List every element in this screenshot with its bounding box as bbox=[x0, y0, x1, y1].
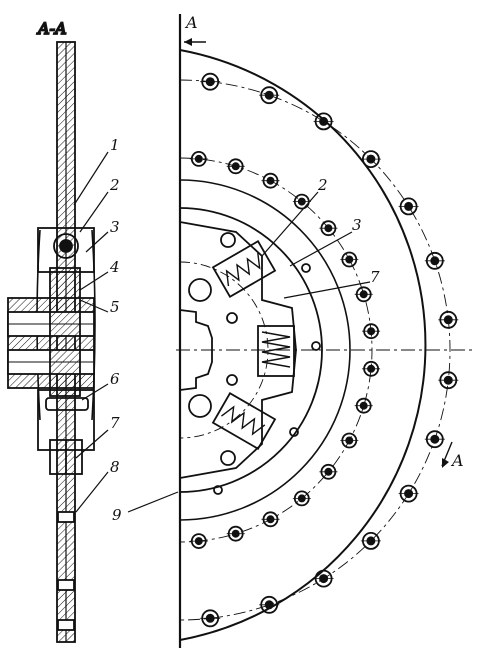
rivet-hub bbox=[226, 374, 238, 386]
callout-8: 8 bbox=[110, 458, 120, 476]
spring-window-lower bbox=[211, 392, 277, 450]
hub-plate-edge bbox=[179, 207, 323, 493]
callout-2: 2 bbox=[109, 176, 120, 194]
section-arrow-bottom: A bbox=[441, 441, 464, 470]
callout-3: 3 bbox=[110, 218, 120, 236]
rivet-section bbox=[45, 397, 89, 411]
section-callouts bbox=[73, 151, 179, 513]
front-view bbox=[176, 14, 474, 648]
rivet-small bbox=[311, 341, 321, 351]
callout-6: 6 bbox=[110, 370, 120, 388]
section-mark-top: A bbox=[184, 13, 198, 32]
rivet-hub bbox=[226, 312, 238, 324]
callout-7: 7 bbox=[110, 414, 120, 432]
splined-bore bbox=[179, 309, 213, 391]
stop-hole-lower bbox=[188, 394, 212, 418]
callout-4: 4 bbox=[109, 258, 120, 276]
damper-spring-section bbox=[53, 233, 79, 259]
callout-5: 5 bbox=[110, 298, 120, 316]
rivet-hub bbox=[220, 450, 236, 466]
rivet-small bbox=[289, 427, 299, 437]
hub-flange-section bbox=[49, 267, 81, 397]
disc-callout-lines bbox=[261, 191, 371, 299]
section-view bbox=[7, 41, 96, 643]
disc-callout-7: 7 bbox=[370, 268, 380, 286]
rivet-small bbox=[301, 263, 311, 273]
callout-1: 1 bbox=[110, 136, 120, 154]
section-title: A-A bbox=[36, 19, 67, 38]
lining-inner-edge bbox=[179, 179, 351, 521]
stop-hole-upper bbox=[188, 278, 212, 302]
spring-window-middle bbox=[257, 325, 295, 377]
section-mark-bottom: A bbox=[450, 451, 464, 470]
spring-window-upper bbox=[211, 240, 277, 298]
spring-pitch-circle bbox=[179, 261, 269, 439]
hub-flange-outline bbox=[179, 221, 297, 479]
outer-rivet-circle bbox=[179, 79, 451, 621]
rivet-small bbox=[213, 485, 223, 495]
rivet-group bbox=[189, 72, 459, 628]
disc-callout-3: 3 bbox=[352, 216, 362, 234]
disc-outer-edge bbox=[179, 49, 427, 641]
callout-9: 9 bbox=[112, 506, 122, 524]
section-arrow-top: A bbox=[184, 13, 206, 46]
rivet-hub bbox=[220, 232, 236, 248]
disc-callout-2: 2 bbox=[317, 176, 328, 194]
